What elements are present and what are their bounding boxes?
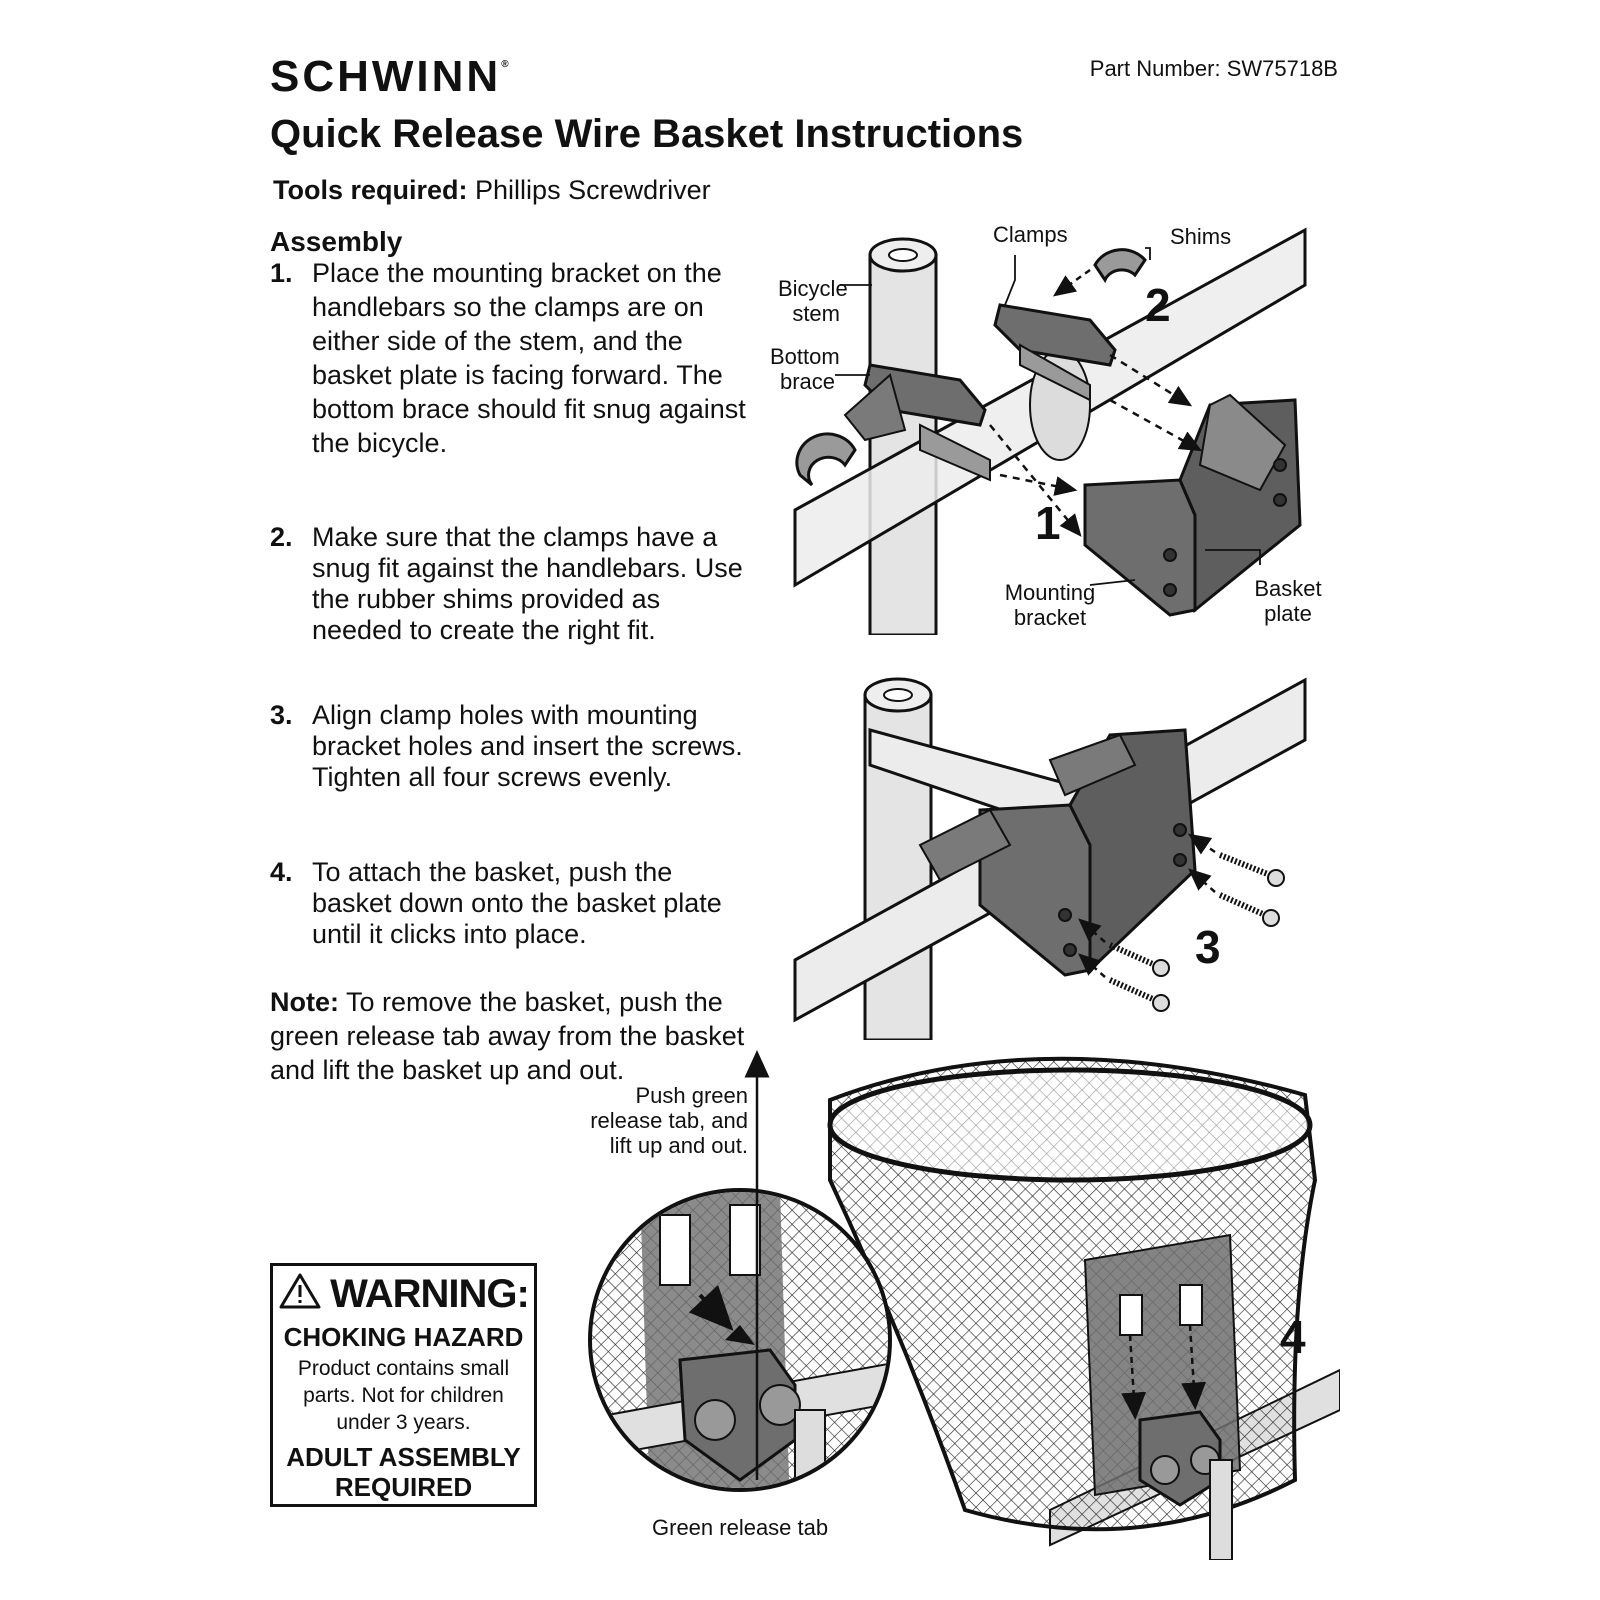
clamp-illustration bbox=[993, 303, 1117, 402]
step-text: To attach the basket, push the basket do… bbox=[312, 857, 722, 949]
label-line: release tab, and bbox=[590, 1108, 748, 1133]
step-number: 3. bbox=[270, 700, 293, 730]
label-line: lift up and out. bbox=[609, 1133, 748, 1158]
assembly-arrow bbox=[1188, 868, 1216, 893]
diagram-step-number: 2 bbox=[1145, 279, 1171, 331]
diagram-step-number: 4 bbox=[1280, 1311, 1306, 1363]
warning-box: WARNING: CHOKING HAZARD Product contains… bbox=[270, 1263, 537, 1507]
brand-name: SCHWINN bbox=[270, 52, 502, 101]
part-number: Part Number: SW75718B bbox=[1089, 56, 1338, 81]
assembly-diagram-3 bbox=[588, 1050, 1340, 1560]
screw-illustration bbox=[1108, 977, 1170, 1012]
label-line: Bicycle bbox=[778, 276, 848, 301]
step-text: Align clamp holes with mounting bracket … bbox=[312, 700, 743, 792]
label-line: Basket bbox=[1254, 576, 1322, 601]
tools-label: Tools required: bbox=[273, 175, 468, 205]
warning-subheading: CHOKING HAZARD bbox=[283, 1322, 524, 1353]
wire-basket-illustration bbox=[827, 1056, 1318, 1532]
step-number: 4. bbox=[270, 857, 293, 887]
basket-mount-illustration bbox=[1138, 1410, 1233, 1560]
assembly-arrow bbox=[1121, 1334, 1147, 1420]
bicycle-stem-illustration bbox=[868, 237, 938, 635]
assembly-diagram-1 bbox=[793, 227, 1307, 635]
shim-illustration bbox=[1093, 248, 1147, 284]
label-line: Push green bbox=[635, 1083, 748, 1108]
note: Note: To remove the basket, push the gre… bbox=[270, 985, 750, 1087]
page-title: Quick Release Wire Basket Instructions bbox=[270, 112, 1024, 156]
diagram-step-number: 3 bbox=[1195, 921, 1221, 973]
label-line: bracket bbox=[1013, 605, 1087, 630]
leader-line bbox=[1145, 247, 1151, 260]
mounting-bracket-illustration bbox=[918, 728, 1197, 977]
assembly-heading: Assembly bbox=[270, 226, 403, 257]
label-line: stem bbox=[792, 301, 840, 326]
note-label: Note: bbox=[270, 987, 339, 1017]
screw-illustration bbox=[1108, 942, 1170, 977]
assembly-arrow bbox=[1078, 918, 1106, 943]
assembly-arrow bbox=[999, 473, 1078, 496]
assembly-arrow bbox=[1181, 1324, 1207, 1410]
step-number: 2. bbox=[270, 522, 293, 552]
label-clamps: Clamps bbox=[993, 222, 1068, 247]
leader-line bbox=[1205, 549, 1261, 565]
warning-body-line: under 3 years. bbox=[336, 1411, 471, 1435]
diagram-step-number: 1 bbox=[1035, 497, 1061, 549]
tools-required: Tools required: Phillips Screwdriver bbox=[273, 175, 711, 206]
warning-footer-line: REQUIRED bbox=[334, 1472, 473, 1503]
step-2: 2. Make sure that the clamps have a snug… bbox=[270, 522, 750, 646]
registered-mark-icon: ® bbox=[501, 59, 509, 70]
warning-body: Product contains small parts. Not for ch… bbox=[273, 1355, 534, 1436]
leader-line bbox=[1004, 255, 1016, 306]
warning-footer: ADULT ASSEMBLY REQUIRED bbox=[273, 1442, 534, 1502]
mounting-bracket-illustration bbox=[1083, 393, 1302, 617]
shim-illustration bbox=[795, 432, 857, 487]
screw-illustration bbox=[1218, 852, 1285, 887]
step-1: 1. Place the mounting bracket on the han… bbox=[270, 256, 750, 460]
assembly-arrow bbox=[1187, 833, 1216, 855]
warning-heading-row: WARNING: bbox=[273, 1272, 534, 1320]
brand-logo: SCHWINN® bbox=[270, 52, 509, 102]
tools-value: Phillips Screwdriver bbox=[475, 175, 711, 205]
screw-illustration bbox=[1218, 892, 1280, 927]
release-tab-arrow bbox=[688, 1285, 734, 1331]
step-4: 4. To attach the basket, push the basket… bbox=[270, 857, 750, 950]
assembly-arrow bbox=[989, 424, 1082, 537]
label-shims: Shims bbox=[1170, 224, 1232, 249]
label-line: Bottom bbox=[770, 344, 840, 369]
warning-body-line: parts. Not for children bbox=[303, 1384, 504, 1408]
step-text: Place the mounting bracket on the handle… bbox=[312, 258, 746, 458]
leader-line bbox=[1089, 579, 1136, 586]
note-text: To remove the basket, push the green rel… bbox=[270, 987, 745, 1085]
label-line: brace bbox=[779, 369, 835, 394]
assembly-arrow bbox=[1052, 268, 1091, 297]
label-line: Mounting bbox=[1004, 580, 1096, 605]
warning-triangle-icon bbox=[278, 1272, 322, 1320]
label-line: plate bbox=[1264, 601, 1312, 626]
step-3: 3. Align clamp holes with mounting brack… bbox=[270, 700, 750, 793]
zoom-detail-illustration bbox=[588, 1188, 892, 1492]
assembly-arrow bbox=[1078, 953, 1106, 978]
assembly-arrow bbox=[1109, 398, 1203, 452]
step-number: 1. bbox=[270, 258, 293, 288]
warning-footer-line: ADULT ASSEMBLY bbox=[286, 1442, 521, 1473]
warning-heading: WARNING: bbox=[330, 1272, 530, 1316]
clamp-illustration bbox=[843, 363, 991, 482]
warning-body-line: Product contains small bbox=[297, 1357, 510, 1381]
label-green-release-tab: Green release tab bbox=[652, 1515, 829, 1540]
assembly-diagram-2 bbox=[793, 677, 1307, 1040]
assembly-arrow bbox=[1109, 353, 1193, 407]
step-text: Make sure that the clamps have a snug fi… bbox=[312, 522, 743, 645]
